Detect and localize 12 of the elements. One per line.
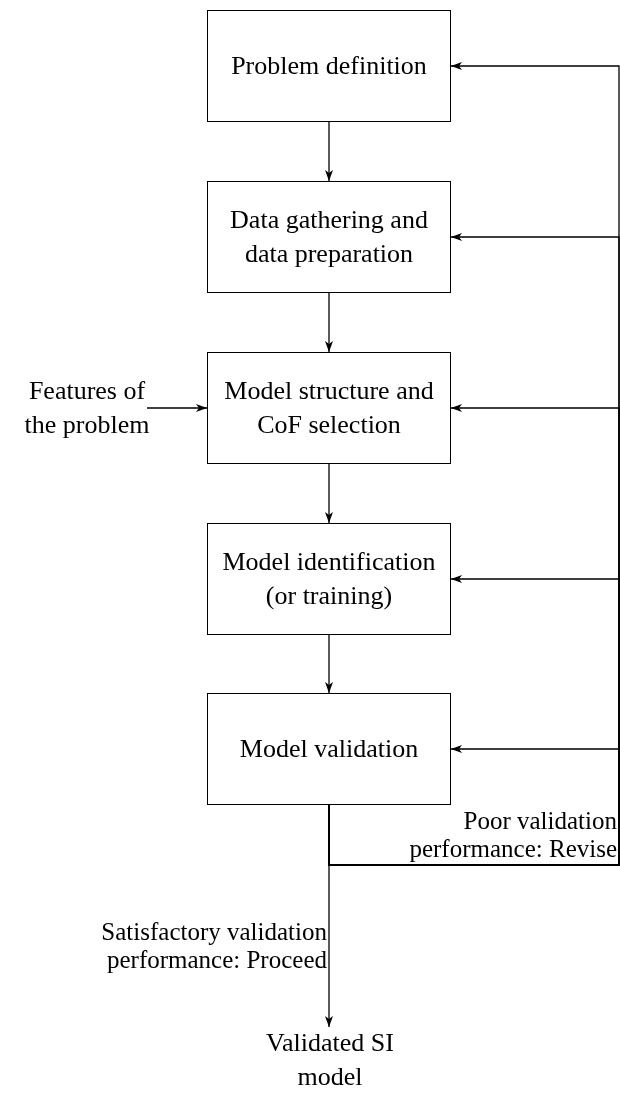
text-label: Features of the problem (12, 352, 162, 464)
process-box: Data gathering and data preparation (207, 181, 451, 293)
arrow (325, 634, 333, 694)
arrow (146, 404, 208, 412)
arrow (325, 463, 333, 524)
process-box: Model identification (or training) (207, 523, 451, 635)
arrow (325, 292, 333, 353)
process-box: Problem definition (207, 10, 451, 122)
process-box: Model structure and CoF selection (207, 352, 451, 464)
process-box: Model validation (207, 693, 451, 805)
text-label: Validated SI model (245, 1025, 415, 1095)
arrow (325, 121, 333, 182)
